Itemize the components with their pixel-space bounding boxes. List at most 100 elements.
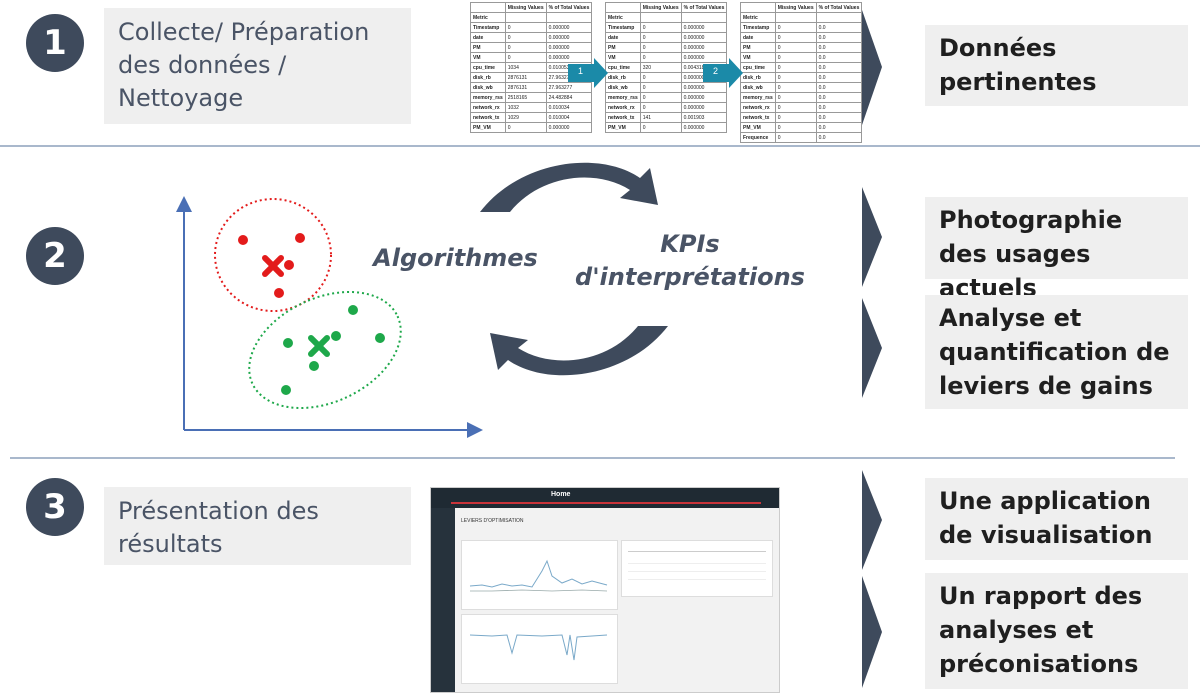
table-cell: Metric [740, 12, 776, 23]
table-cell [639, 12, 682, 23]
table-cell [774, 12, 817, 23]
table-row: Metric [740, 12, 863, 23]
chevron-4 [862, 470, 882, 570]
table-cell: 0 [639, 82, 682, 93]
output-photographie-usages: Photographie des usages actuels [925, 197, 1188, 302]
table-cell: PM_VM [605, 122, 641, 133]
table-cell: 0.000000 [545, 32, 593, 43]
table-row: Metric [605, 12, 728, 23]
table-cell: 0.000000 [545, 22, 593, 33]
dashboard-title: LEVIERS D'OPTIMISATION [461, 518, 524, 524]
cycle-arrow-bottom [490, 326, 668, 376]
table-arrow-2 [703, 58, 743, 88]
table-cell: 0 [774, 102, 817, 113]
table-cell: network_rx [740, 102, 776, 113]
table-cell: 320 [639, 62, 682, 73]
output-analyse-leviers: Analyse et quantification de leviers de … [925, 295, 1188, 409]
table-cell: 0.0 [815, 112, 863, 123]
green-centroid [308, 335, 330, 357]
output-application-visualisation: Une application de visualisation [925, 478, 1188, 560]
dashboard-sidebar [431, 508, 455, 692]
table-cell: 0.0 [815, 72, 863, 83]
table-cell: disk_rb [740, 72, 776, 83]
table-cell: 0 [639, 42, 682, 53]
table-header-cell [605, 2, 641, 13]
chevron-2 [862, 187, 882, 287]
table-cell: 0 [774, 72, 817, 83]
table-cell: 0 [504, 42, 547, 53]
dashboard-header-bar: Home [431, 488, 779, 508]
table-cell: 0.000000 [545, 42, 593, 53]
table-cell: 0.0 [815, 102, 863, 113]
table-cell: 0.0 [815, 62, 863, 73]
table-cell: network_rx [470, 102, 506, 113]
table-cell: 0.000000 [680, 122, 728, 133]
table-header-cell: % of Total Values [545, 2, 593, 13]
algorithms-label: Algorithmes [373, 244, 538, 272]
table-cell: PM [740, 42, 776, 53]
table-cell: 0 [639, 32, 682, 43]
table-cell: cpu_time [740, 62, 776, 73]
table-cell: 1029 [504, 112, 547, 123]
table-header-cell: Missing Values [504, 2, 547, 13]
table-cell: 0 [504, 32, 547, 43]
table-cell: 0 [774, 22, 817, 33]
table-cell: 0.001903 [680, 112, 728, 123]
table-cell: 0 [639, 72, 682, 83]
table-cell: 0 [504, 122, 547, 133]
table-cell: PM_VM [740, 122, 776, 133]
table-header-cell [470, 2, 506, 13]
table-cell: 0 [774, 82, 817, 93]
cycle-arrow-top [480, 162, 658, 212]
table-arrow-2-label: 2 [713, 66, 719, 76]
table-cell: date [605, 32, 641, 43]
table-cell: Timestamp [740, 22, 776, 33]
table-cell: 0 [774, 62, 817, 73]
table-cell [504, 12, 547, 23]
table-cell: 2518165 [504, 92, 547, 103]
table-cell: date [740, 32, 776, 43]
separator-top [0, 145, 1200, 147]
table-cell: 0.010034 [545, 102, 593, 113]
table-cell: 2876131 [504, 82, 547, 93]
table-cell: 0 [774, 122, 817, 133]
table-cell: Metric [605, 12, 641, 23]
table-cell: PM [605, 42, 641, 53]
table-cell: memory_rss [470, 92, 506, 103]
table-cell: 0 [639, 92, 682, 103]
table-cell: 0 [504, 52, 547, 63]
table-cell: 0.0 [815, 52, 863, 63]
table-cell [680, 12, 728, 23]
table-cell: VM [605, 52, 641, 63]
table-cell: 1032 [504, 102, 547, 113]
chevron-3 [862, 298, 882, 398]
table-cell: disk_wb [470, 82, 506, 93]
green-cluster [248, 290, 402, 410]
chevron-5 [862, 576, 882, 688]
table-cell: VM [470, 52, 506, 63]
table-cell: 1034 [504, 62, 547, 73]
table-cell: 0.000000 [680, 32, 728, 43]
table-cell: network_tx [605, 112, 641, 123]
table-cell: network_tx [740, 112, 776, 123]
table-header-cell: Missing Values [639, 2, 682, 13]
step-1-number: 1 [26, 14, 84, 72]
table-cell: Frequence [740, 132, 776, 143]
table-cell: 0.0 [815, 42, 863, 53]
table-cell: Timestamp [470, 22, 506, 33]
